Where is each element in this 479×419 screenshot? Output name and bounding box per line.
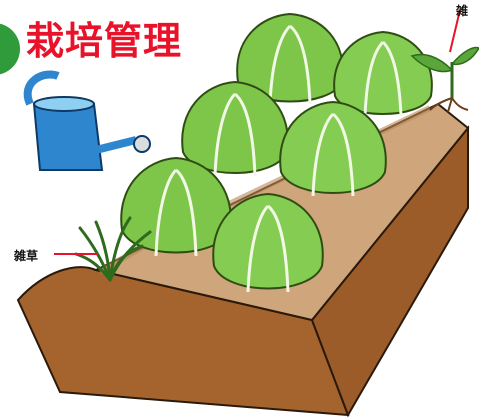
lettuce-icon	[212, 192, 324, 293]
weed-label-right: 雑	[456, 4, 469, 18]
weed-icon	[74, 216, 152, 282]
watering-can-icon	[23, 70, 151, 171]
lettuce-icon	[236, 12, 344, 105]
lettuce-icon	[181, 80, 289, 177]
lettuce-icon	[120, 156, 232, 257]
badge-icon	[0, 23, 20, 75]
page-title: 栽培管理	[26, 19, 183, 63]
weed-pointer-line-right	[449, 9, 461, 53]
lettuce-group	[120, 12, 433, 293]
weed-label-left: 雑草	[14, 249, 39, 263]
lettuce-icon	[333, 30, 433, 117]
seedling-icon	[410, 46, 479, 113]
lettuce-icon	[279, 100, 387, 197]
